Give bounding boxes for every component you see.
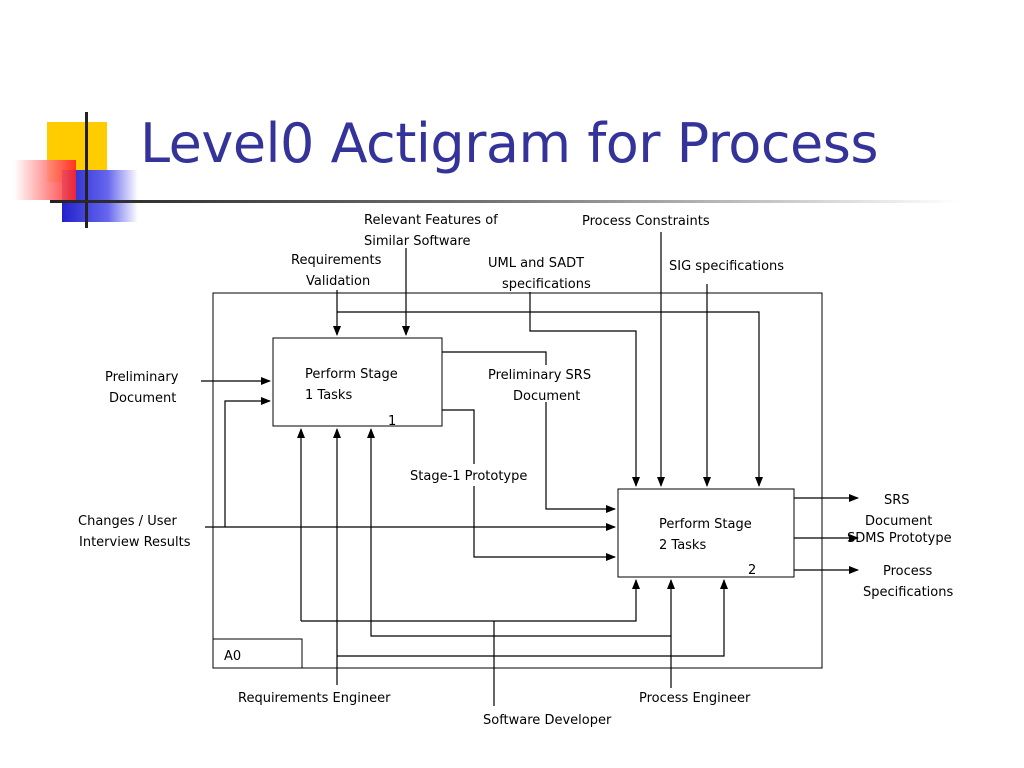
label-requirements-validation-1: Requirements: [291, 253, 382, 268]
label-preliminary-srs-2: Document: [513, 389, 580, 404]
label-requirements-validation-2: Validation: [306, 274, 370, 289]
arrow-uml-sadt: [529, 292, 640, 487]
label-process-constraints: Process Constraints: [582, 214, 710, 229]
red-square: [14, 160, 76, 200]
activity-box-1: Perform Stage 1 Tasks 1: [272, 337, 443, 429]
context-boundary: [212, 292, 823, 669]
context-label-box: [212, 638, 303, 669]
label-sig-specifications: SIG specifications: [669, 259, 784, 274]
label-relevant-features-2: Similar Software: [364, 234, 471, 249]
label-srs-2: Document: [865, 514, 932, 529]
label-process-spec-1: Process: [883, 564, 933, 579]
label-changes-user-2: Interview Results: [79, 535, 191, 550]
horizontal-rule: [50, 200, 960, 203]
label-process-spec-2: Specifications: [863, 585, 953, 600]
activity-2-line1: Perform Stage: [659, 517, 752, 532]
activity-2-line2: 2 Tasks: [659, 538, 706, 553]
arrow-top-to-box2: [337, 311, 763, 487]
arrow-stage1-prototype-to-box2: [473, 486, 616, 561]
label-preliminary-document-1: Preliminary: [105, 370, 179, 385]
vertical-rule: [85, 112, 88, 228]
arrow-preliminary-srs-to-box2: [545, 402, 616, 513]
context-label: A0: [224, 649, 241, 664]
arrow-req-engineer-box2: [337, 579, 728, 657]
label-preliminary-srs-1: Preliminary SRS: [488, 368, 591, 383]
label-sdms-prototype: SDMS Prototype: [847, 531, 952, 546]
label-stage1-prototype: Stage-1 Prototype: [410, 469, 527, 484]
label-preliminary-document-2: Document: [109, 391, 176, 406]
label-uml-sadt-1: UML and SADT: [488, 256, 584, 271]
label-software-developer: Software Developer: [483, 713, 612, 728]
label-srs-1: SRS: [884, 493, 910, 508]
activity-1-line2: 1 Tasks: [305, 388, 352, 403]
arrow-stage1-prototype: [442, 409, 475, 464]
label-uml-sadt-2: specifications: [502, 277, 591, 292]
arrow-software-developer-box1: [301, 579, 640, 622]
label-requirements-engineer: Requirements Engineer: [238, 691, 391, 706]
activity-1-line1: Perform Stage: [305, 367, 398, 382]
slide-title: Level0 Actigram for Process: [140, 112, 879, 175]
activity-1-number: 1: [388, 414, 396, 429]
label-changes-user-1: Changes / User: [78, 514, 177, 529]
label-relevant-features-1: Relevant Features of: [364, 213, 498, 228]
arrow-changes-to-box1: [224, 397, 271, 527]
slide-decoration: [14, 112, 960, 228]
activity-box-2: Perform Stage 2 Tasks 2: [617, 488, 795, 578]
label-process-engineer: Process Engineer: [639, 691, 751, 706]
arrow-preliminary-srs: [442, 351, 547, 365]
activity-2-number: 2: [748, 563, 756, 578]
arrow-process-engineer-box1: [367, 428, 671, 637]
